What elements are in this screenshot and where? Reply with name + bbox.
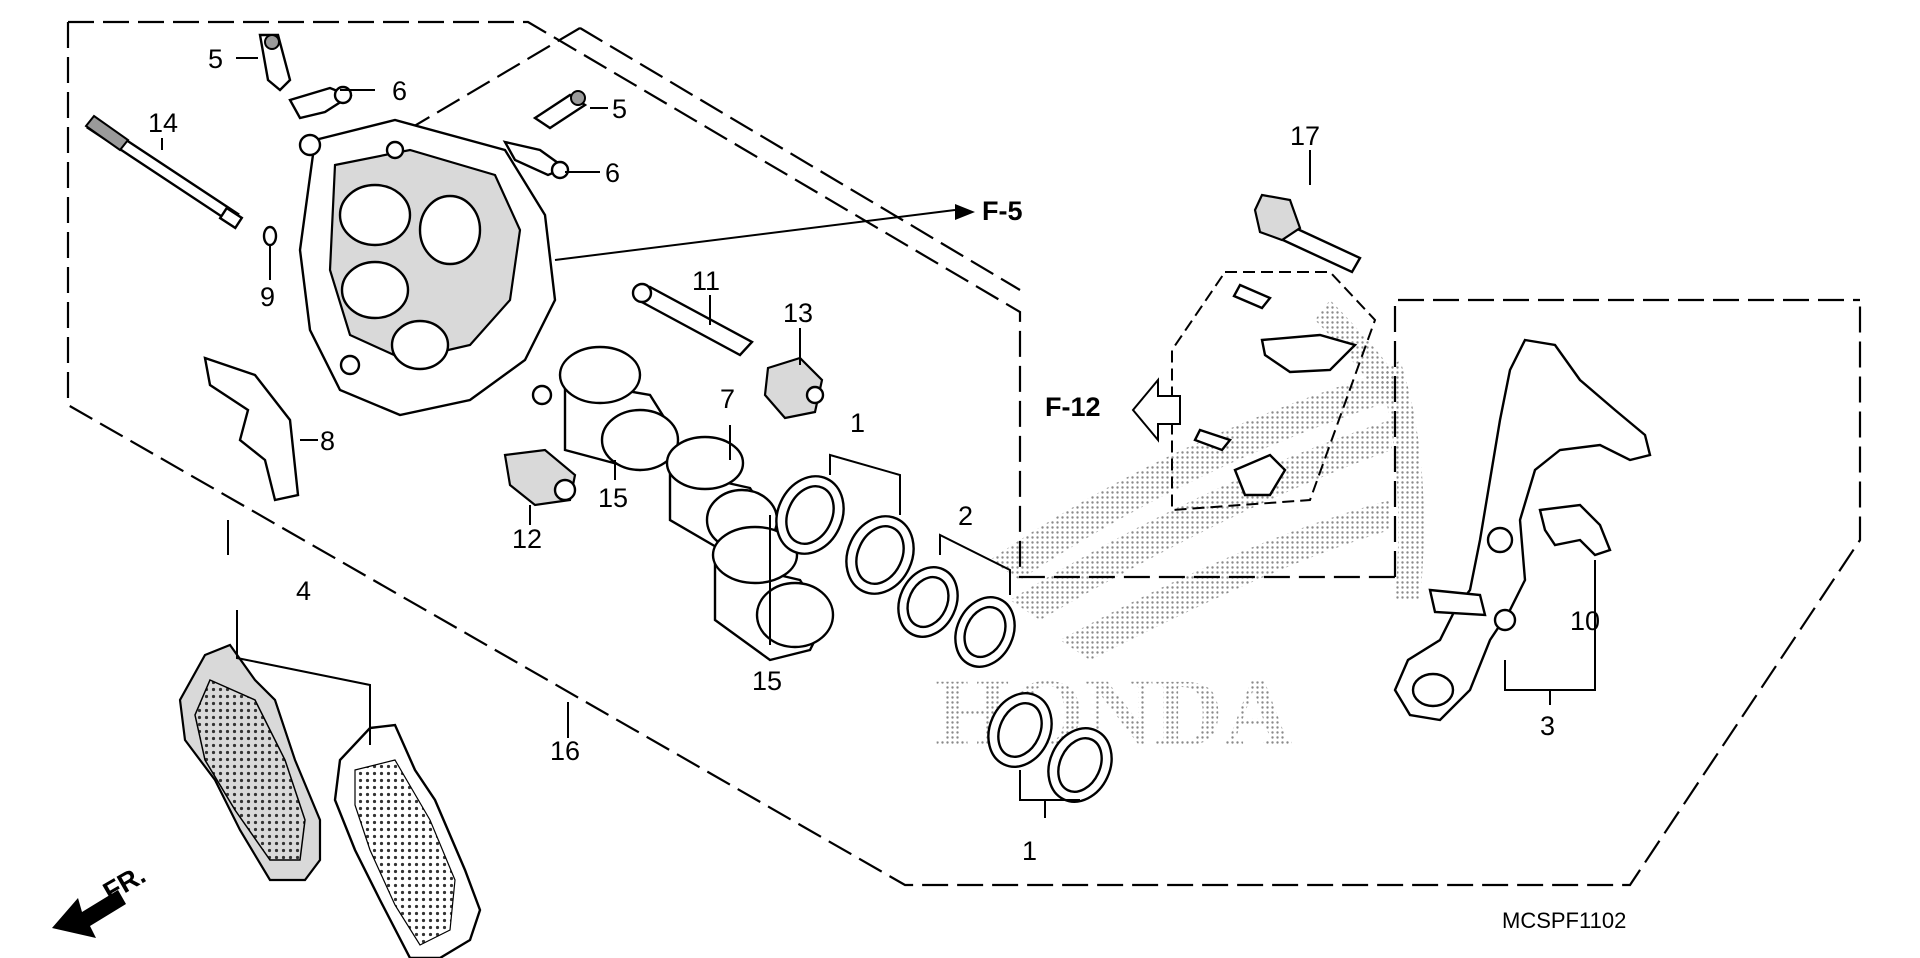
- brake-pad-front: [178, 643, 322, 882]
- honda-watermark-text: HONDA: [935, 659, 1292, 766]
- label-part-5-right: 5: [612, 94, 627, 124]
- front-arrow-icon: [52, 890, 126, 938]
- seal-rings-2: [897, 566, 1016, 668]
- ref-f5-label: F-5: [982, 196, 1023, 226]
- label-part-10: 10: [1570, 606, 1600, 636]
- part-11-pin: [631, 282, 754, 357]
- f5-arrow: [955, 204, 975, 220]
- leader-lines: [161, 57, 1596, 818]
- label-part-15-upper: 15: [598, 483, 628, 513]
- label-part-5-left: 5: [208, 44, 223, 74]
- label-part-3: 3: [1540, 711, 1555, 741]
- ref-f12-label: F-12: [1045, 392, 1101, 422]
- part-10-clip: [1538, 503, 1612, 557]
- caliper-bracket: [1393, 338, 1652, 722]
- caliper-body: [298, 118, 557, 417]
- part-13-nut: [763, 356, 825, 420]
- label-part-17: 17: [1290, 121, 1320, 151]
- brake-pad-rear: [333, 723, 482, 958]
- part-9-ring: [262, 225, 278, 247]
- seal-rings-bottom: [987, 692, 1113, 803]
- label-part-9: 9: [260, 282, 275, 312]
- label-part-2: 2: [958, 501, 973, 531]
- label-part-11: 11: [692, 266, 720, 296]
- piston-7: [665, 435, 779, 557]
- label-part-4: 4: [296, 576, 311, 606]
- label-part-13: 13: [783, 298, 813, 328]
- piston-upper: [558, 345, 680, 472]
- part-12-bushing: [503, 448, 577, 507]
- label-part-7: 7: [720, 384, 735, 414]
- label-part-6-right: 6: [605, 158, 620, 188]
- diagram-code: MCSPF1102: [1502, 908, 1626, 933]
- label-part-6-left: 6: [392, 76, 407, 106]
- label-part-14: 14: [148, 108, 178, 138]
- label-part-1-bottom: 1: [1022, 836, 1037, 866]
- label-part-16: 16: [550, 736, 580, 766]
- label-part-12: 12: [512, 524, 542, 554]
- assembly-outlines: [66, 20, 1862, 887]
- part-labels: 5 6 5 6 14 9 8 11 13 12 15 7 1 2 15 4 16…: [148, 44, 1600, 866]
- part-14-pin: [84, 114, 244, 230]
- part-17-bolt: [1253, 193, 1362, 274]
- part-8-spring-plate: [203, 356, 300, 502]
- seal-rings-top: [775, 475, 915, 595]
- bleeder-right: [502, 90, 588, 180]
- f12-arrow-icon: [1131, 377, 1181, 443]
- label-part-1-top: 1: [850, 408, 865, 438]
- bleeder-left: [258, 33, 353, 120]
- label-part-15-lower: 15: [752, 666, 782, 696]
- honda-wing-watermark: [990, 300, 1424, 660]
- f12-inset-parts: [1193, 283, 1358, 497]
- label-part-8: 8: [320, 426, 335, 456]
